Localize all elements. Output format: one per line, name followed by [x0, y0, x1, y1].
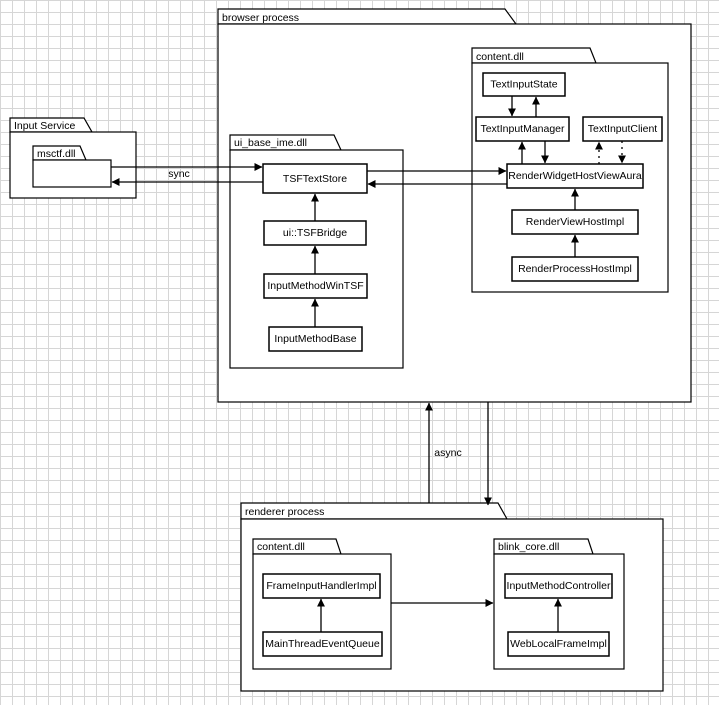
node-render-view-host-impl-label: RenderViewHostImpl	[526, 216, 624, 228]
package-renderer-content-label: content.dll	[257, 541, 305, 553]
package-browser-process-label: browser process	[222, 12, 299, 24]
node-text-input-client: TextInputClient	[582, 116, 663, 142]
node-frame-input-handler-impl: FrameInputHandlerImpl	[262, 573, 381, 599]
edge-label-sync: sync	[168, 168, 190, 180]
node-tsf-text-store: TSFTextStore	[262, 163, 368, 194]
node-tsf-bridge: ui::TSFBridge	[263, 220, 367, 246]
package-msctf: msctf.dll	[32, 145, 112, 188]
node-frame-input-handler-impl-label: FrameInputHandlerImpl	[266, 580, 376, 592]
package-browser-content-label: content.dll	[476, 51, 524, 63]
node-text-input-manager-label: TextInputManager	[480, 123, 565, 135]
package-ui-base-ime-label: ui_base_ime.dll	[234, 137, 307, 149]
node-input-method-win-tsf-label: InputMethodWinTSF	[267, 280, 363, 292]
node-web-local-frame-impl-label: WebLocalFrameImpl	[510, 638, 607, 650]
package-blink-core-label: blink_core.dll	[498, 541, 559, 553]
node-text-input-state-label: TextInputState	[490, 78, 557, 90]
package-msctf-label: msctf.dll	[37, 148, 76, 160]
node-tsf-text-store-label: TSFTextStore	[283, 173, 347, 185]
node-input-method-controller-label: InputMethodController	[507, 580, 611, 592]
node-input-method-win-tsf: InputMethodWinTSF	[263, 273, 368, 299]
node-text-input-state: TextInputState	[482, 72, 566, 97]
package-renderer-process-label: renderer process	[245, 506, 324, 518]
node-input-method-base: InputMethodBase	[268, 326, 363, 352]
node-render-widget-host-view-aura-label: RenderWidgetHostViewAura	[508, 170, 642, 182]
node-render-process-host-impl: RenderProcessHostImpl	[511, 256, 639, 282]
node-input-method-controller: InputMethodController	[504, 573, 613, 599]
node-main-thread-event-queue-label: MainThreadEventQueue	[265, 638, 380, 650]
node-render-widget-host-view-aura: RenderWidgetHostViewAura	[506, 163, 644, 189]
node-tsf-bridge-label: ui::TSFBridge	[283, 227, 347, 239]
node-web-local-frame-impl: WebLocalFrameImpl	[507, 631, 610, 657]
node-main-thread-event-queue: MainThreadEventQueue	[262, 631, 383, 657]
node-render-process-host-impl-label: RenderProcessHostImpl	[518, 263, 632, 275]
node-text-input-manager: TextInputManager	[475, 116, 570, 142]
node-input-method-base-label: InputMethodBase	[274, 333, 356, 345]
node-render-view-host-impl: RenderViewHostImpl	[511, 209, 639, 235]
edge-label-async: async	[434, 447, 461, 459]
node-text-input-client-label: TextInputClient	[588, 123, 658, 135]
package-input-service-label: Input Service	[14, 120, 75, 132]
